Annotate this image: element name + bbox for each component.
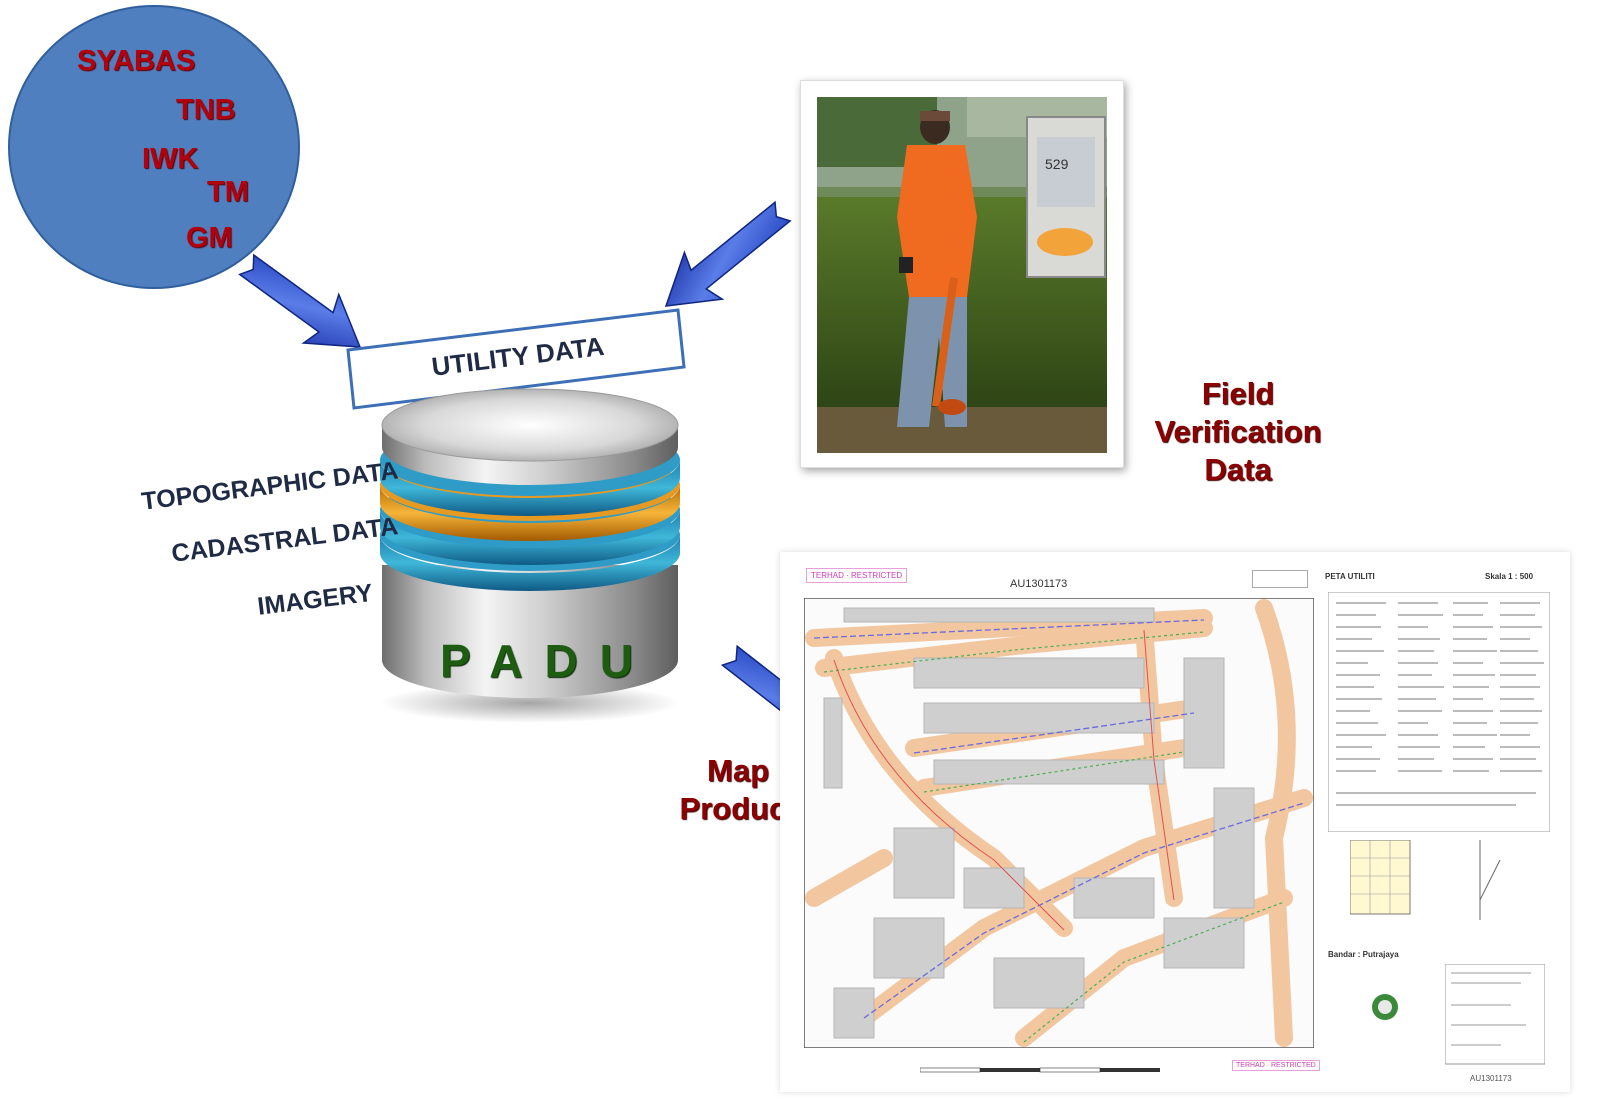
sources-circle (8, 5, 300, 289)
field-worker-photo: 529 (817, 97, 1107, 453)
map-footer-number: AU1301173 (1470, 1074, 1512, 1083)
agency-logo-icon (1372, 994, 1398, 1020)
source-gm: GM (186, 222, 233, 254)
map-index-table (1350, 840, 1411, 915)
map-restricted-footer: TERHAD · RESTRICTED (1232, 1060, 1320, 1071)
field-label-line1: Field (1201, 376, 1275, 411)
map-scale-bar (920, 1067, 1160, 1073)
map-sheet: TERHAD · RESTRICTED AU1301173 PETA UTILI… (780, 552, 1570, 1092)
svg-text:529: 529 (1045, 156, 1069, 172)
source-syabas: SYABAS (77, 45, 196, 77)
map-signature-box (1445, 964, 1545, 1065)
arrow-field-icon (664, 200, 792, 307)
map-legend-title: PETA UTILITI (1325, 572, 1375, 581)
field-label-line3: Data (1204, 452, 1272, 487)
field-verification-label: Field Verification Data (1138, 375, 1338, 489)
padu-label: PADU (440, 635, 655, 687)
source-tnb: TNB (176, 94, 236, 126)
utility-data-box (346, 308, 686, 410)
map-scale: Skala 1 : 500 (1485, 572, 1534, 581)
map-title-box (1252, 570, 1308, 588)
database-cylinder-icon (380, 388, 680, 723)
north-arrow-icon (1479, 840, 1501, 920)
map-sheet-number: AU1301173 (1010, 578, 1068, 590)
map-daerah: Bandar : Putrajaya (1328, 950, 1399, 959)
map-label-line2: Product (679, 791, 797, 826)
source-iwk: IWK (142, 143, 199, 175)
map-label-line1: Map (707, 753, 769, 788)
arrow-sources-icon (238, 253, 362, 348)
map-drawing (804, 598, 1314, 1048)
field-label-line2: Verification (1154, 414, 1322, 449)
map-product-label: Map Product (668, 752, 808, 828)
field-photo-frame: 529 (800, 80, 1124, 468)
map-restricted-tag: TERHAD · RESTRICTED (806, 568, 908, 583)
source-tm: TM (207, 176, 249, 208)
map-legend (1328, 592, 1550, 832)
